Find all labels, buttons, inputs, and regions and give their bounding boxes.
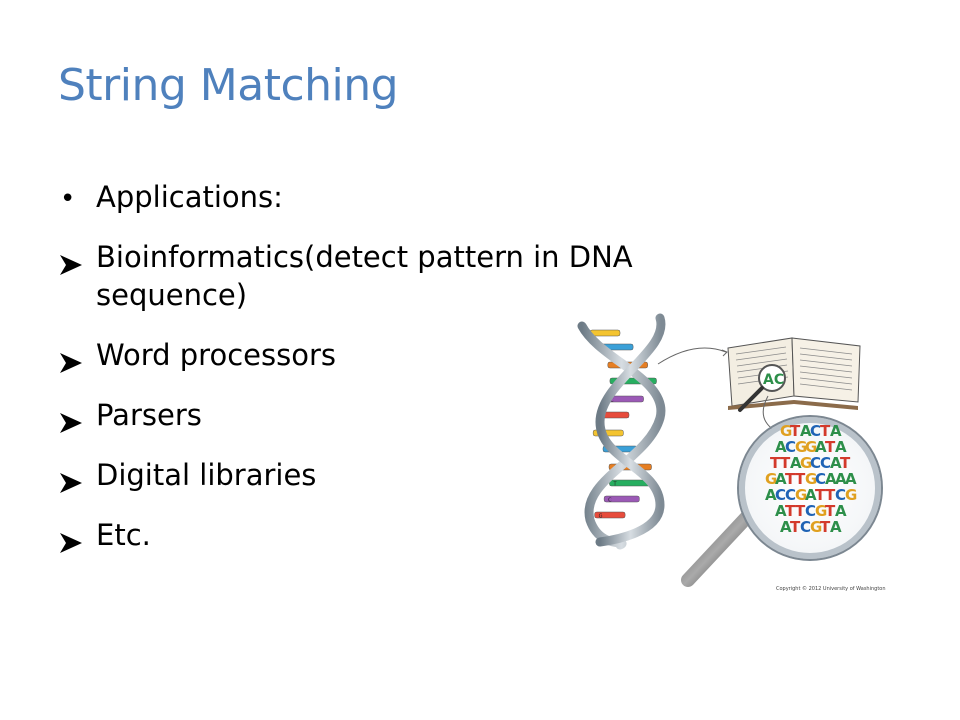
- lens-letter: A: [780, 518, 792, 536]
- lens-letter: T: [825, 502, 836, 520]
- lens-letter: G: [795, 438, 807, 456]
- lens-letter: C: [810, 422, 821, 440]
- arrow-bullet-icon: [58, 247, 92, 285]
- arrow-icon: [657, 347, 727, 365]
- arrow-head-icon: [721, 349, 728, 357]
- arrow-bullet-icon: [58, 525, 92, 563]
- bullet-text: Etc.: [96, 518, 151, 552]
- lens-letter: T: [820, 518, 831, 536]
- base-letter: T: [612, 482, 617, 488]
- lens-letter: G: [795, 486, 807, 504]
- lens-letter: T: [790, 422, 801, 440]
- lens-letter: A: [815, 438, 827, 456]
- lens-letter: T: [825, 486, 836, 504]
- bullet-list: • Applications: Bioinformatics(detect pa…: [58, 178, 778, 554]
- lens-letter: A: [805, 486, 817, 504]
- lens-letter: T: [785, 502, 796, 520]
- lens-letter: G: [805, 438, 817, 456]
- copyright-text: Copyright © 2012 University of Washingto…: [776, 585, 886, 592]
- lens-letter: A: [790, 454, 802, 472]
- lens-letter: T: [785, 470, 796, 488]
- sub-bullet-item: Parsers: [58, 396, 778, 434]
- base-pair-bar: [589, 329, 621, 337]
- lens-letter: G: [780, 422, 792, 440]
- lens-letter: A: [775, 438, 787, 456]
- lens-letter: T: [790, 518, 801, 536]
- lens-letter: A: [830, 454, 842, 472]
- lens-letter: G: [805, 470, 817, 488]
- sub-bullet-item: Etc.: [58, 516, 778, 554]
- open-book-icon: AC: [727, 337, 861, 412]
- bullet-text: Applications:: [96, 180, 283, 214]
- lens-letter: C: [835, 486, 846, 504]
- lens-letter: C: [785, 486, 796, 504]
- lens-letter: A: [835, 470, 847, 488]
- lens-letter: C: [775, 486, 786, 504]
- lens-letter: C: [800, 518, 811, 536]
- lens-letter: A: [765, 486, 777, 504]
- base-letter: C: [608, 498, 612, 504]
- lens-letter: G: [810, 518, 822, 536]
- bullet-text: Bioinformatics(detect pattern in DNA seq…: [96, 240, 633, 312]
- sub-bullet-item: Word processors: [58, 336, 778, 374]
- lens-letter: C: [785, 438, 796, 456]
- arrow-bullet-icon: [58, 465, 92, 503]
- lens-letter: G: [845, 486, 857, 504]
- lens-letter: T: [780, 454, 791, 472]
- lens-letter: C: [815, 470, 826, 488]
- lens-letter: A: [830, 518, 842, 536]
- lens-letter: C: [805, 502, 816, 520]
- bullet-dot-icon: •: [60, 184, 76, 214]
- arrow-bullet-icon: [58, 345, 92, 383]
- lens-letter: C: [820, 454, 831, 472]
- lens-letter: A: [835, 502, 847, 520]
- lens-letter: A: [775, 470, 787, 488]
- lens-letter: A: [775, 502, 787, 520]
- bullet-text: Digital libraries: [96, 458, 317, 492]
- sub-bullet-item: Digital libraries: [58, 456, 778, 494]
- bullet-text: Parsers: [96, 398, 202, 432]
- lens-letter: G: [765, 470, 777, 488]
- sub-bullet-item: Bioinformatics(detect pattern in DNA seq…: [58, 238, 778, 314]
- lens-letter: T: [820, 422, 831, 440]
- lens-letter: A: [830, 422, 842, 440]
- lens-letter: T: [840, 454, 851, 472]
- bullet-item: • Applications:: [58, 178, 778, 216]
- base-pair-bar: [594, 511, 626, 519]
- lens-letter: T: [795, 470, 806, 488]
- base-letter: C: [610, 398, 614, 404]
- arrow-bullet-icon: [58, 405, 92, 443]
- book-lens-text: AC: [763, 372, 784, 388]
- lens-letter: T: [795, 502, 806, 520]
- lens-letter: A: [825, 470, 837, 488]
- base-letter: G: [599, 514, 603, 520]
- slide-title: String Matching: [58, 60, 399, 111]
- lens-letter: A: [835, 438, 847, 456]
- lens-letter: T: [825, 438, 836, 456]
- lens-letter: T: [770, 454, 781, 472]
- lens-letter: A: [800, 422, 812, 440]
- lens-letter: G: [815, 502, 827, 520]
- lens-letter: C: [810, 454, 821, 472]
- lens-letter: G: [800, 454, 812, 472]
- base-pair-bar: [603, 495, 640, 503]
- lens-letter: T: [815, 486, 826, 504]
- lens-letter: A: [845, 470, 857, 488]
- bullet-text: Word processors: [96, 338, 336, 372]
- dna-strand-front: [595, 313, 666, 547]
